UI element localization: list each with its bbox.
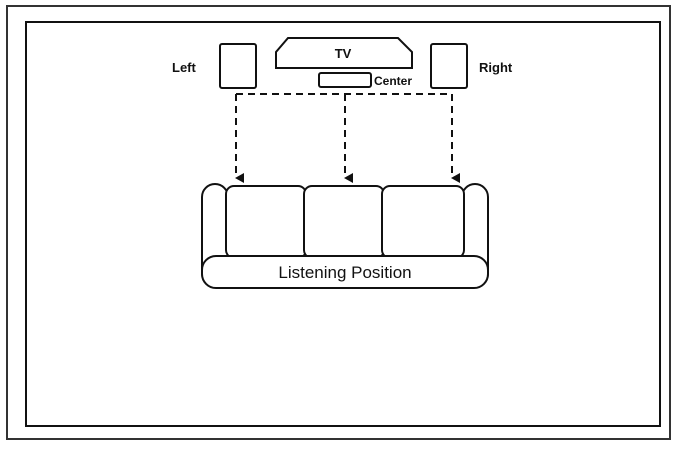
right-speaker (430, 43, 468, 89)
couch-seat (201, 255, 489, 289)
left-speaker (219, 43, 257, 89)
couch-cushion-left (225, 185, 307, 259)
right-speaker-label: Right (479, 60, 513, 75)
tv-label: TV (335, 46, 352, 61)
left-speaker-label: Left (172, 60, 197, 75)
listening-position-label: Listening Position (278, 263, 411, 282)
couch (201, 183, 489, 289)
outer-frame (6, 5, 671, 440)
couch-cushion-middle (303, 185, 385, 259)
center-speaker (318, 72, 372, 88)
center-speaker-label: Center (374, 74, 412, 88)
couch-cushion-right (381, 185, 465, 259)
room-boundary (25, 21, 661, 427)
tv-unit (275, 37, 413, 69)
